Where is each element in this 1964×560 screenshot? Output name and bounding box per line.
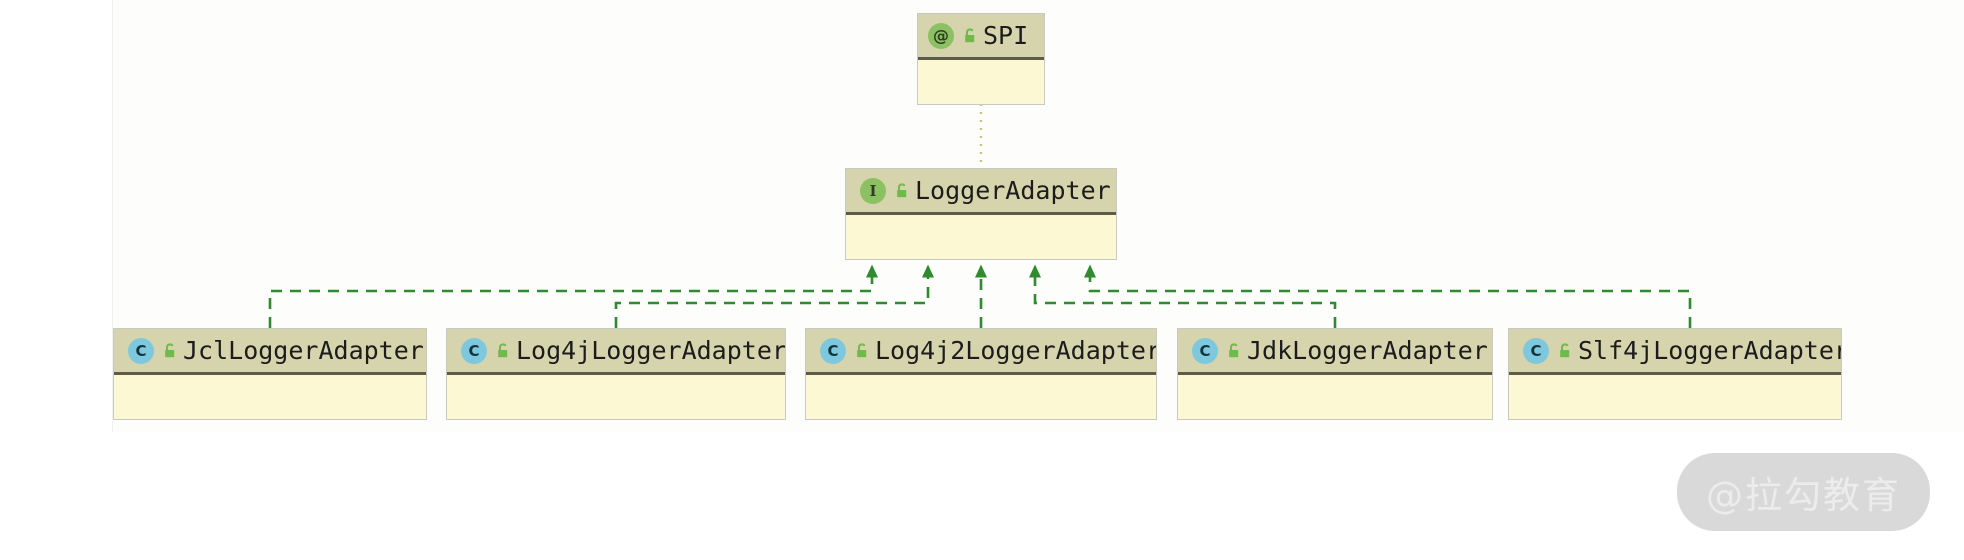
uml-node-members [918,60,1044,104]
uml-node-name: Log4j2LoggerAdapter [875,336,1156,365]
watermark-text: @拉勾教育 [1706,474,1901,517]
unlocked-padlock-icon [961,27,979,45]
uml-node-members [447,375,785,419]
uml-node-header: @ SPI [918,14,1044,60]
unlocked-padlock-icon [161,342,179,360]
canvas-left-edge [112,0,113,432]
uml-node-header: I LoggerAdapter [846,169,1116,215]
uml-node-name: JclLoggerAdapter [183,336,424,365]
uml-node-members [846,215,1116,259]
class-c-icon: C [461,337,487,364]
uml-node-members [114,375,426,419]
uml-node-name: LoggerAdapter [915,176,1111,205]
uml-node-name: Log4jLoggerAdapter [516,336,785,365]
uml-node-name: Slf4jLoggerAdapter [1578,336,1841,365]
class-c-icon: C [1523,337,1549,364]
uml-node-header: C JdkLoggerAdapter [1178,329,1492,375]
class-c-icon: C [1192,337,1218,364]
watermark: @拉勾教育 [1677,453,1930,531]
uml-node-header: C JclLoggerAdapter [114,329,426,375]
class-c-icon: C [820,337,846,364]
unlocked-padlock-icon [494,342,512,360]
uml-node-log4j-logger-adapter[interactable]: C Log4jLoggerAdapter [446,328,786,420]
uml-node-members [806,375,1156,419]
annotation-at-icon: @ [928,22,954,49]
uml-node-header: C Log4j2LoggerAdapter [806,329,1156,375]
uml-node-header: C Log4jLoggerAdapter [447,329,785,375]
uml-node-name: SPI [983,21,1029,50]
uml-node-name: JdkLoggerAdapter [1247,336,1488,365]
uml-node-jcl-logger-adapter[interactable]: C JclLoggerAdapter [113,328,427,420]
uml-node-log4j2-logger-adapter[interactable]: C Log4j2LoggerAdapter [805,328,1157,420]
unlocked-padlock-icon [893,182,911,200]
unlocked-padlock-icon [853,342,871,360]
uml-node-members [1509,375,1841,419]
unlocked-padlock-icon [1225,342,1243,360]
uml-node-spi[interactable]: @ SPI [917,13,1045,105]
class-c-icon: C [128,337,154,364]
unlocked-padlock-icon [1556,342,1574,360]
uml-node-slf4j-logger-adapter[interactable]: C Slf4jLoggerAdapter [1508,328,1842,420]
uml-node-members [1178,375,1492,419]
uml-node-header: C Slf4jLoggerAdapter [1509,329,1841,375]
uml-node-logger-adapter[interactable]: I LoggerAdapter [845,168,1117,260]
interface-i-icon: I [860,177,886,204]
uml-node-jdk-logger-adapter[interactable]: C JdkLoggerAdapter [1177,328,1493,420]
